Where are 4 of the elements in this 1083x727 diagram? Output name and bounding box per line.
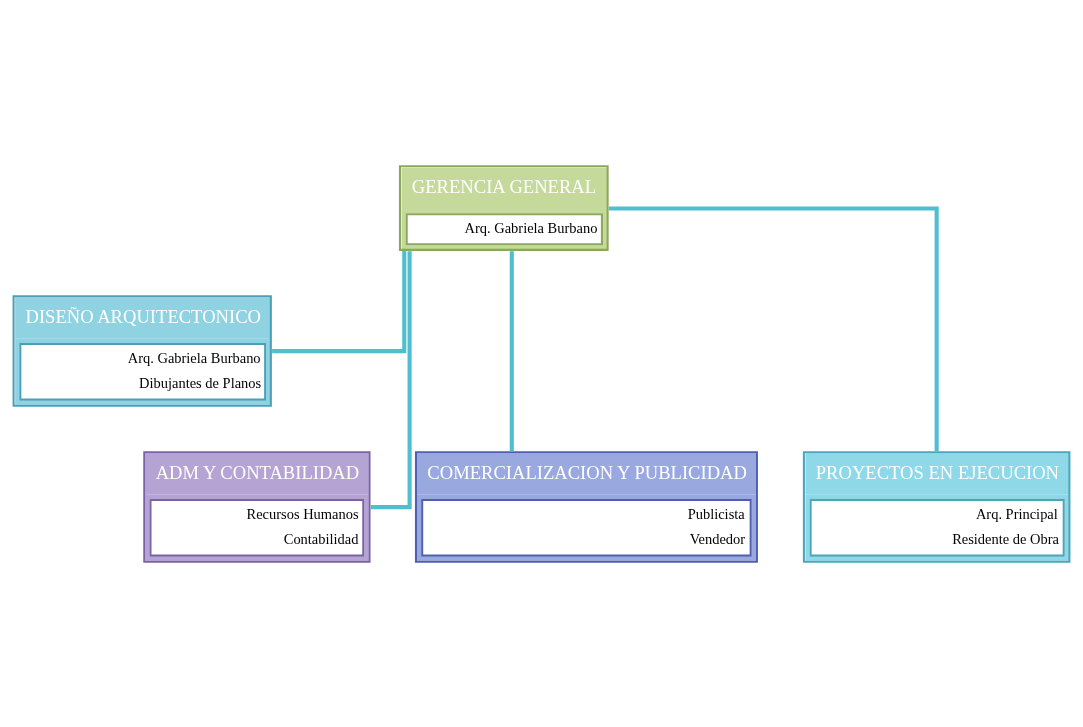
connector xyxy=(272,250,407,353)
connector xyxy=(370,250,412,509)
connector xyxy=(608,205,939,451)
connector xyxy=(509,250,514,451)
